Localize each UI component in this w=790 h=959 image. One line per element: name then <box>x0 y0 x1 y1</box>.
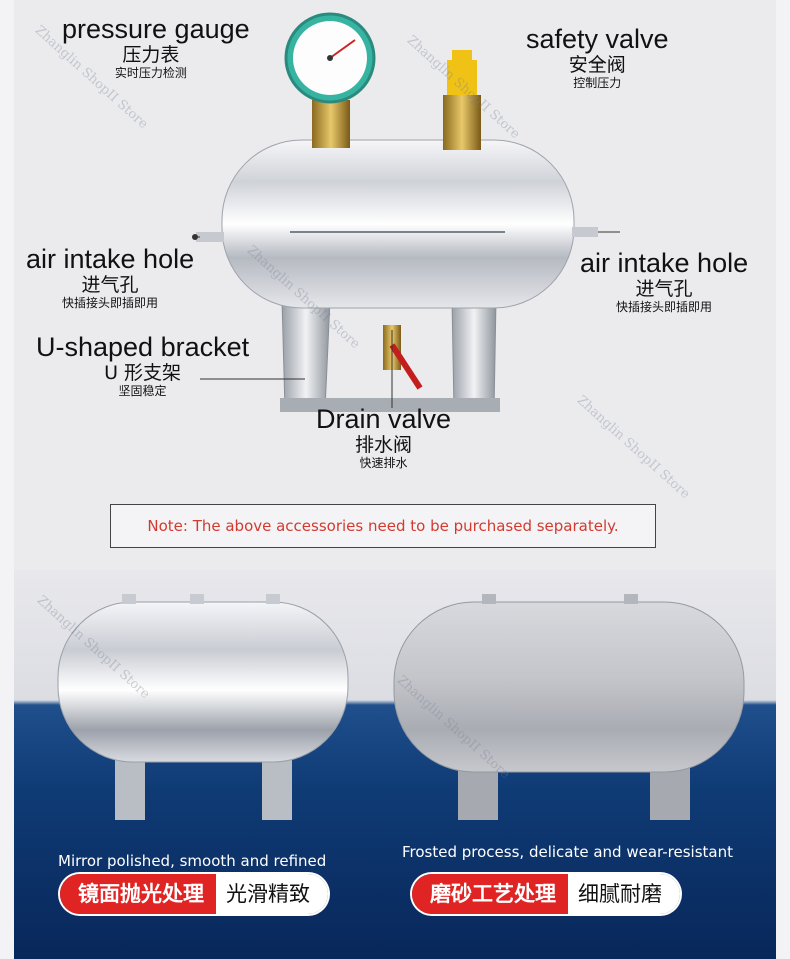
label-safety-valve: safety valve 安全阀 控制压力 <box>526 24 669 91</box>
note-text: Note: The above accessories need to be p… <box>147 517 619 535</box>
label-cn: 进气孔 <box>635 278 693 300</box>
label-en: Drain valve <box>316 404 452 434</box>
label-sub: 控制压力 <box>573 76 622 90</box>
label-sub: 快插接头即插即用 <box>62 296 159 310</box>
mirror-tank-illustration <box>57 594 349 820</box>
tag-white: 细腻耐磨 <box>568 874 680 914</box>
label-en: U-shaped bracket <box>36 332 250 362</box>
label-cn: 排水阀 <box>355 434 413 456</box>
caption-mirror: Mirror polished, smooth and refined <box>58 852 327 870</box>
label-en: safety valve <box>526 24 669 54</box>
label-sub: 实时压力检测 <box>114 66 187 80</box>
label-u-bracket: U-shaped bracket U 形支架 坚固稳定 <box>36 332 249 399</box>
tank-body <box>221 139 575 309</box>
label-sub: 坚固稳定 <box>118 384 167 398</box>
label-air-intake-left: air intake hole 进气孔 快插接头即插即用 <box>26 244 194 311</box>
label-cn: 进气孔 <box>81 274 139 296</box>
label-en: pressure gauge <box>62 14 250 44</box>
tag-mirror: 镜面抛光处理 光滑精致 <box>60 874 328 914</box>
frosted-tank-illustration <box>393 594 745 820</box>
tag-red: 镜面抛光处理 <box>60 874 216 914</box>
tag-red: 磨砂工艺处理 <box>412 874 568 914</box>
label-cn: 压力表 <box>122 44 180 66</box>
label-en: air intake hole <box>26 244 195 274</box>
air-tank-illustration <box>192 12 620 412</box>
tag-white: 光滑精致 <box>216 874 328 914</box>
tag-frosted: 磨砂工艺处理 细腻耐磨 <box>412 874 680 914</box>
right-frame <box>776 0 790 959</box>
label-cn: 安全阀 <box>568 54 626 76</box>
label-sub: 快插接头即插即用 <box>616 300 713 314</box>
label-en: air intake hole <box>580 248 749 278</box>
label-pressure-gauge: pressure gauge 压力表 实时压力检测 <box>62 14 250 81</box>
label-air-intake-right: air intake hole 进气孔 快插接头即插即用 <box>580 248 748 315</box>
bracket-right <box>451 299 497 411</box>
label-drain-valve: Drain valve 排水阀 快速排水 <box>316 404 451 471</box>
label-cn: U 形支架 <box>104 362 182 384</box>
caption-frosted: Frosted process, delicate and wear-resis… <box>402 843 733 861</box>
label-sub: 快速排水 <box>359 456 408 470</box>
left-frame <box>0 0 14 959</box>
note-box: Note: The above accessories need to be p… <box>110 504 656 548</box>
